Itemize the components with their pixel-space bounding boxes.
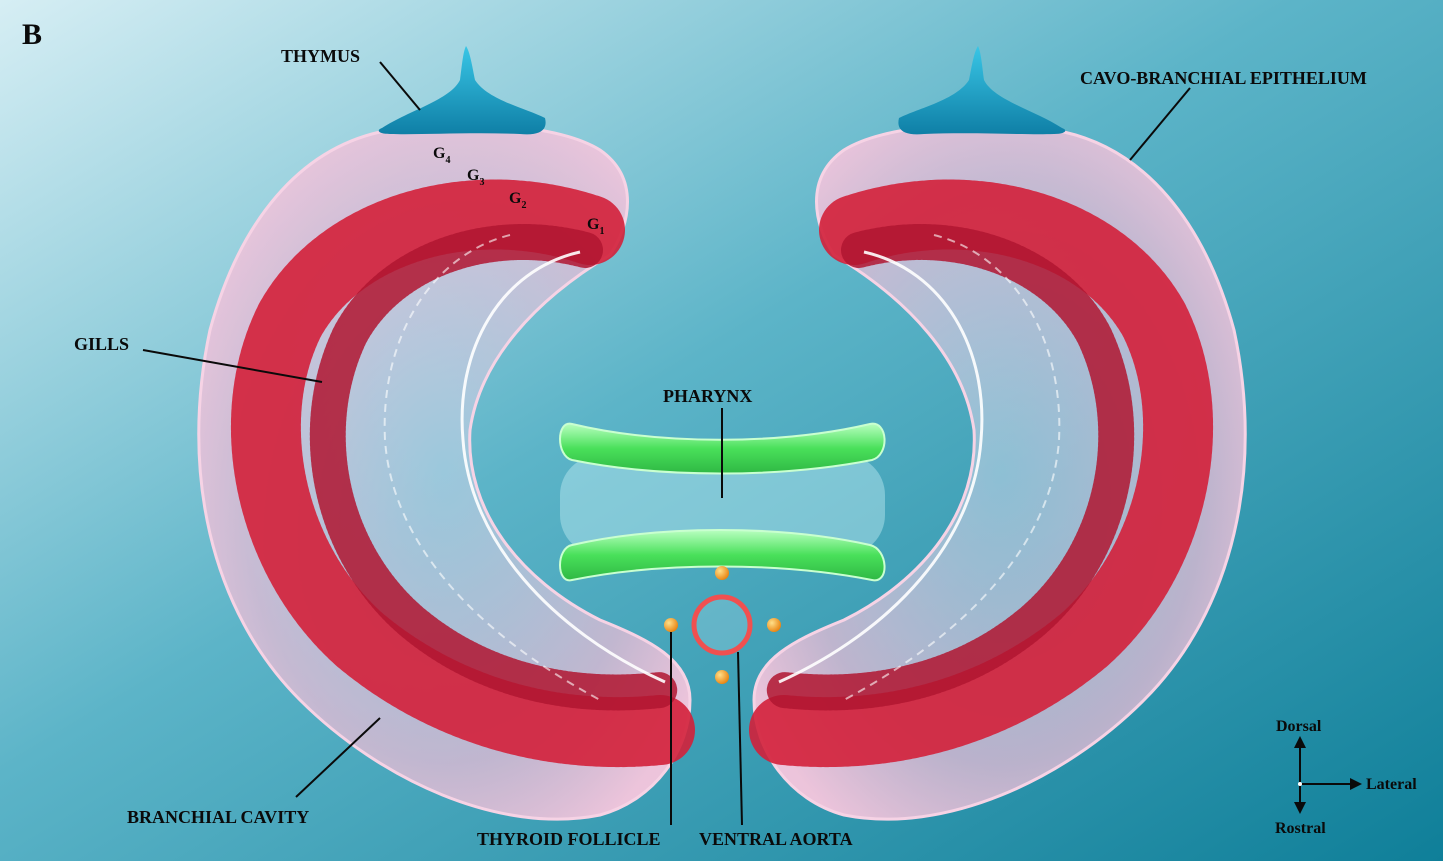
pharynx-label: PHARYNX bbox=[663, 386, 752, 406]
thyroid-follicle-label: THYROID FOLLICLE bbox=[477, 829, 661, 849]
thyroid-follicle-bottom bbox=[715, 670, 729, 684]
branchial-cavity-label: BRANCHIAL CAVITY bbox=[127, 807, 309, 827]
gills-label: GILLS bbox=[74, 334, 129, 354]
thyroid-follicle-right bbox=[767, 618, 781, 632]
gill-arch-subscript: 2 bbox=[521, 200, 526, 211]
rostral-label: Rostral bbox=[1275, 820, 1326, 837]
gill-arch-subscript: 1 bbox=[599, 226, 604, 237]
gill-arch-letter: G bbox=[467, 167, 480, 184]
gill-arch-letter: G bbox=[509, 190, 522, 207]
gill-arch-letter: G bbox=[587, 216, 600, 233]
gill-arch-letter: G bbox=[433, 145, 446, 162]
thymus-label: THYMUS bbox=[281, 46, 360, 66]
lateral-label: Lateral bbox=[1366, 776, 1417, 793]
cavo-branchial-epithelium-label: CAVO-BRANCHIAL EPITHELIUM bbox=[1080, 68, 1367, 88]
dorsal-label: Dorsal bbox=[1276, 718, 1322, 735]
thyroid-follicle-left bbox=[664, 618, 678, 632]
gill-arch-subscript: 3 bbox=[479, 177, 484, 188]
panel-label: B bbox=[22, 18, 42, 51]
ventral-aorta-ring bbox=[694, 597, 750, 653]
thyroid-follicle-top bbox=[715, 566, 729, 580]
ventral-aorta-label: VENTRAL AORTA bbox=[699, 829, 853, 849]
compass-origin bbox=[1298, 782, 1302, 786]
gill-arch-subscript: 4 bbox=[445, 155, 450, 166]
